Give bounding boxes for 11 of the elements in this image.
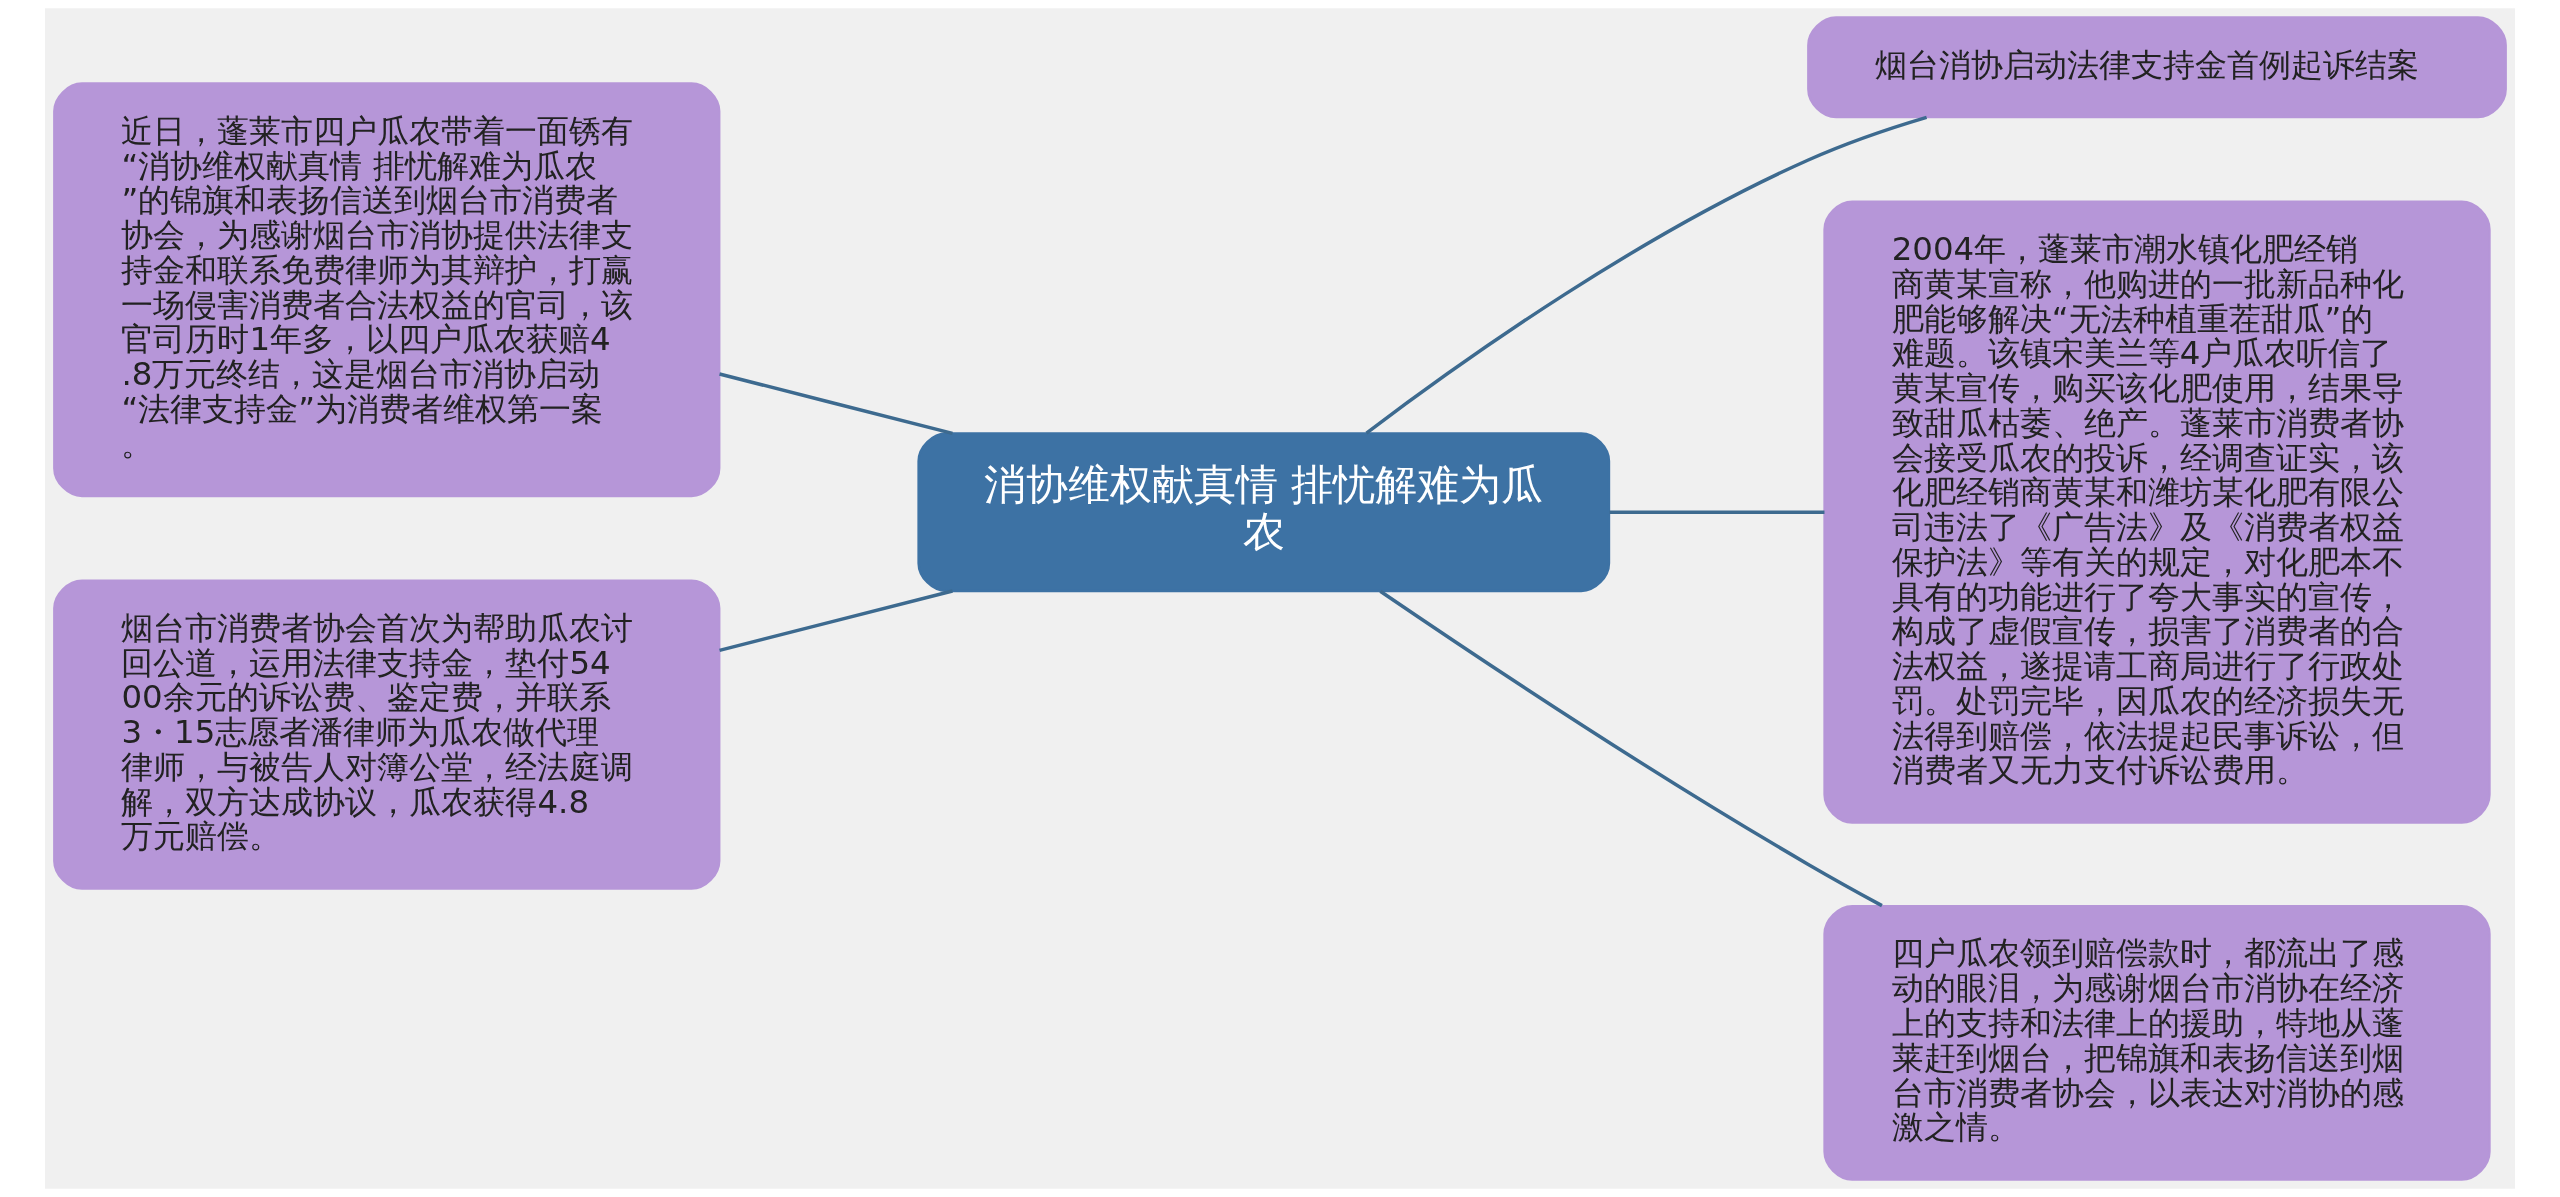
connector (719, 589, 953, 653)
node-box: 消协维权献真情 排忧解难为瓜农 (917, 432, 1611, 593)
node-box: 四户瓜农领到赔偿款时，都流出了感动的眼泪，为感谢烟台市消协在经济上的支持和法律上的援助，特地从蓬莱赶到烟台，把锦旗和表扬信送到烟台市消费者协会，以表达对消协的感激之情。 (1823, 904, 2491, 1181)
connector (1609, 510, 1825, 514)
connector (719, 372, 953, 436)
node-box: 近日，蓬莱市四户瓜农带着一面锈有“消协维权献真情 排忧解难为瓜农”的锦旗和表扬信送到烟台市消费者协会，为感谢烟台市消协提供法律支持金和联系免费律师为其辩护，打赢一场侵害消费者合法权益的官司，该官司历时1年多，以四户瓜农获赔4.8万元终结，这是烟台市消协启动“法律支持金”为消费者维权第一案。 (53, 82, 721, 498)
node-box: 烟台消协启动法律支持金首例起诉结案 (1807, 16, 2507, 119)
node-box: 2004年，蓬莱市潮水镇化肥经销商黄某宣称，他购进的一批新品种化肥能够解决“无法种植重茬甜瓜”的难题。该镇宋美兰等4户瓜农听信了黄某宣传，购买该化肥使用，结果导致甜瓜枯萎、绝产。蓬莱市消费者协会接受瓜农的投诉，经调查证实，该化肥经销商黄某和潍坊某化肥有限公司违法了《广告法》及《消费者权益保护法》等有关的规定，对化肥本不具有的功能进行了夸大事实的宣传，构成了虚假宣传，损害了消费者的合法权益，遂提请工商局进行了行政处罚。处罚完毕，因瓜农的经济损失无法得到赔偿，依法提起民事诉讼，但消费者又无力支付诉讼费用。 (1823, 200, 2491, 824)
connector (1365, 115, 1928, 435)
connector (1379, 589, 1883, 908)
node-box: 烟台市消费者协会首次为帮助瓜农讨回公道，运用法律支持金，垫付5400余元的诉讼费、鉴定费，并联系3・15志愿者潘律师为瓜农做代理律师，与被告人对簿公堂，经法庭调解，双方达成协议，瓜农获得4.8万元赔偿。 (53, 579, 721, 890)
